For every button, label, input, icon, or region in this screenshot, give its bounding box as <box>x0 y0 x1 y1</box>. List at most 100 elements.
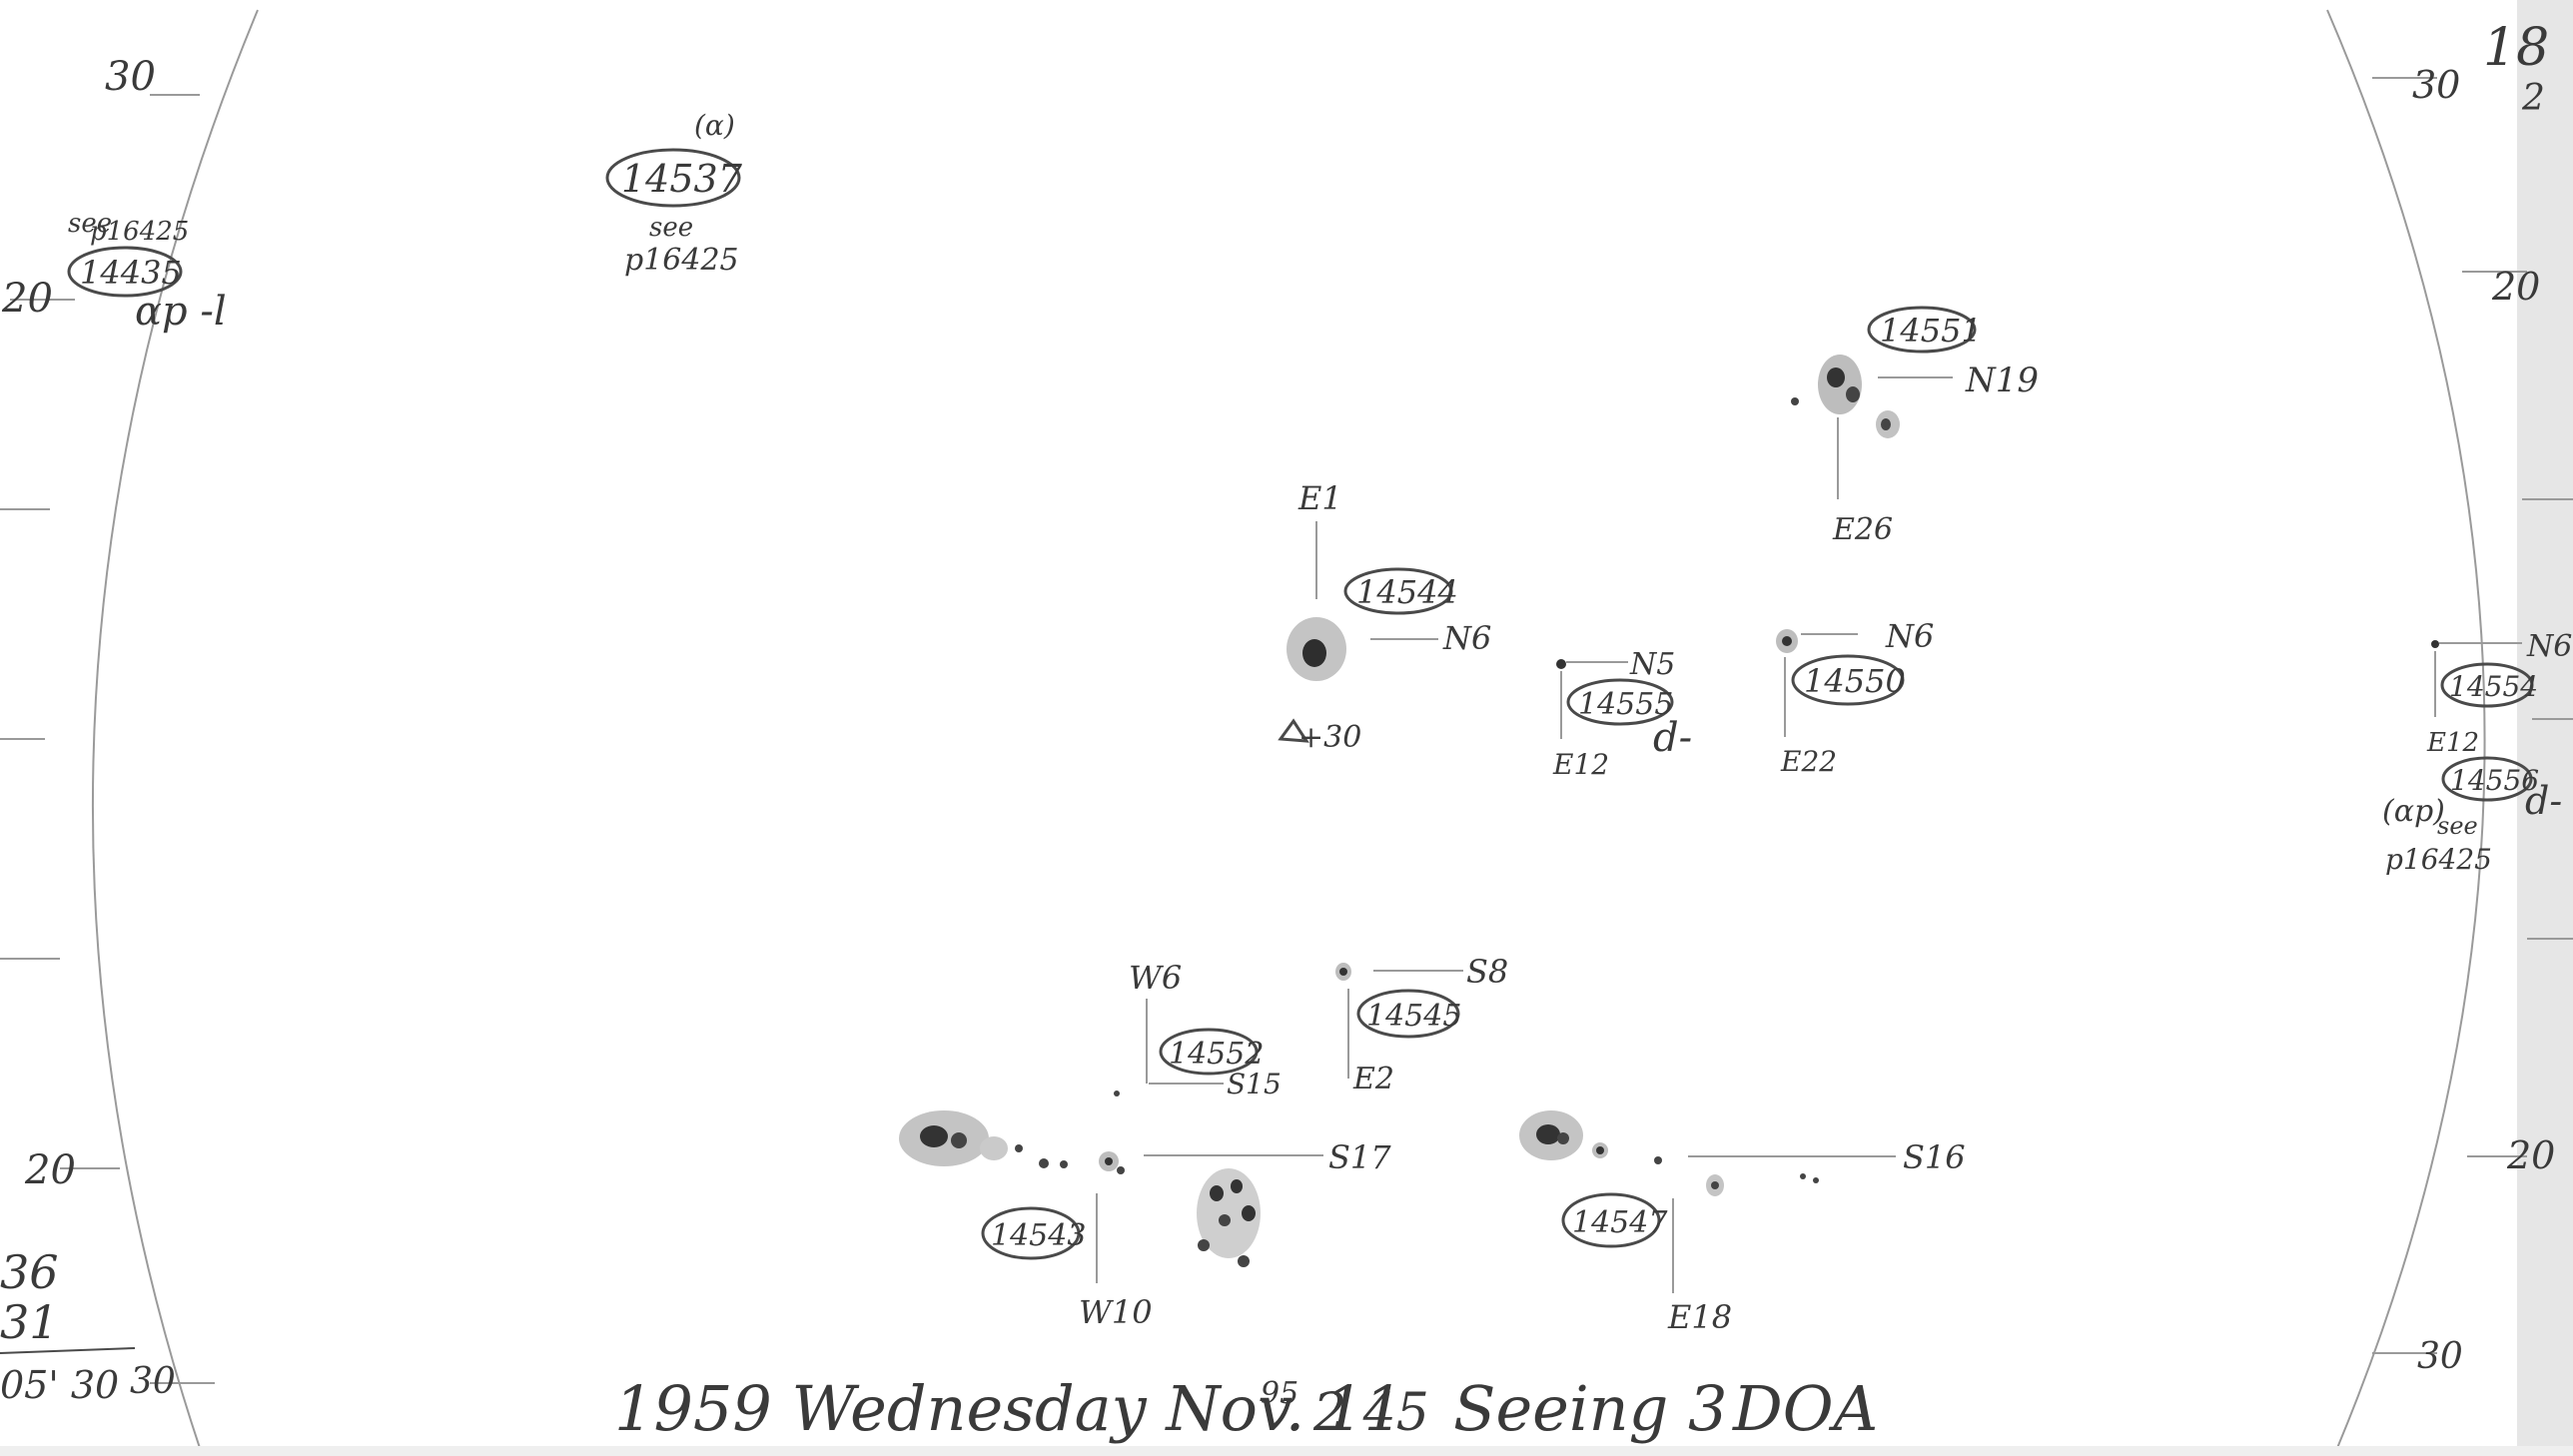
footer-seeing: Seeing 3 <box>1453 1372 1727 1445</box>
paper-bottom-edge <box>0 1446 2573 1456</box>
group-14555-oval <box>1566 678 1674 726</box>
spot <box>1231 1179 1243 1193</box>
spot <box>2431 640 2439 648</box>
spot <box>1827 367 1845 387</box>
group-14556-note-left: (αp) <box>2382 794 2445 829</box>
group-14555-lat: N5 <box>1629 647 1675 682</box>
group-14552-lat: S15 <box>1227 1068 1282 1100</box>
group-14550-lat: N6 <box>1885 617 1934 655</box>
group-14435-see: see <box>68 209 112 239</box>
group-14552-number: 14552 <box>1169 1037 1264 1072</box>
rim-label-left-bottom: 30 <box>130 1361 176 1402</box>
group-14547-number: 14547 <box>1572 1205 1668 1240</box>
rim-label-left-top: 30 <box>105 54 156 100</box>
tally-line-1: 36 <box>0 1245 59 1299</box>
group-14555: N5 14555 E12 d- <box>1552 647 1692 781</box>
group-14550-lon: E22 <box>1780 745 1837 778</box>
group-14552-oval <box>1159 1028 1259 1076</box>
spot <box>1339 968 1347 976</box>
spot <box>1556 659 1566 669</box>
group-14545: S8 14545 E2 <box>1335 953 1508 1096</box>
group-14537: (α) 14537 see p16425 <box>605 109 743 278</box>
tally-line-2: 31 <box>0 1295 59 1349</box>
group-14545-oval <box>1356 989 1460 1039</box>
group-14554: N6 14554 E12 <box>2426 629 2572 758</box>
group-14543: S17 14543 W10 <box>899 1091 1391 1331</box>
spot <box>1242 1205 1256 1221</box>
spot <box>1198 1239 1210 1251</box>
footer-date: 1959 Wednesday Nov. 11 <box>614 1372 1403 1445</box>
group-14545-lat: S8 <box>1466 953 1508 991</box>
rim-label-right-lower: 20 <box>2506 1133 2555 1177</box>
group-14435-number: 14435 <box>80 254 182 292</box>
group-14547-lon: E18 <box>1667 1298 1732 1336</box>
group-14555-lon: E12 <box>1552 748 1609 781</box>
spot <box>920 1125 948 1147</box>
group-14435-page: p16425 <box>90 217 189 247</box>
group-14551-spots <box>1791 355 1900 438</box>
group-14550-oval <box>1791 654 1905 706</box>
group-14537-oval <box>605 148 741 208</box>
group-14554-number: 14554 <box>2449 670 2538 703</box>
right-rim-ticks <box>2372 77 2573 1354</box>
group-14551-oval <box>1867 306 1977 354</box>
spot <box>1210 1185 1224 1201</box>
group-14543-spots <box>899 1091 1261 1267</box>
group-14537-page: p16425 <box>624 243 739 278</box>
group-14555-number: 14555 <box>1578 687 1673 722</box>
group-14556-see: see <box>2437 812 2478 840</box>
spot <box>1813 1177 1819 1183</box>
spot <box>1711 1181 1719 1189</box>
spot <box>1039 1158 1049 1168</box>
group-14544-lat: N6 <box>1442 619 1491 657</box>
group-14547-spots <box>1519 1110 1819 1196</box>
spot <box>1302 639 1326 667</box>
group-14556-note: d- <box>2525 779 2562 823</box>
group-14551-lat: N19 <box>1965 361 2039 400</box>
group-14556-oval <box>2441 756 2533 802</box>
solar-disk-limb-left <box>91 9 259 1449</box>
spot <box>1114 1091 1120 1096</box>
group-14537-number: 14537 <box>621 157 743 201</box>
group-14547-lat: S16 <box>1903 1138 1966 1176</box>
group-14544-oval <box>1343 567 1453 615</box>
spot <box>1596 1146 1604 1154</box>
spot <box>1105 1157 1113 1165</box>
group-14544: E1 14544 N6 +30 <box>1278 479 1491 755</box>
spot <box>1846 386 1860 402</box>
footer-observer: DOA <box>1732 1372 1878 1445</box>
group-14556-number: 14556 <box>2450 764 2539 797</box>
group-14556-page: p16425 <box>2385 843 2492 876</box>
group-14554-lon: E12 <box>2426 728 2479 758</box>
group-14550: N6 14550 E22 <box>1776 617 1934 778</box>
left-tally: 36 31 05' 30 <box>0 1245 136 1407</box>
group-14543-lon: W10 <box>1079 1293 1153 1331</box>
rim-label-right-upper: 20 <box>2491 265 2540 309</box>
group-14544-spots <box>1286 617 1346 681</box>
paper-edge-shadow <box>2517 0 2573 1456</box>
group-14543-number: 14543 <box>991 1218 1086 1253</box>
spot <box>1557 1132 1569 1144</box>
footer-time: 2 45 <box>1312 1383 1429 1443</box>
spot <box>1782 636 1792 646</box>
spot <box>980 1136 1008 1160</box>
spot <box>1219 1214 1231 1226</box>
spot <box>1881 418 1891 430</box>
group-14552: W6 14552 S15 <box>1129 959 1282 1100</box>
group-14543-oval <box>981 1206 1081 1260</box>
group-14543-lat: S17 <box>1328 1138 1391 1176</box>
group-14435: see p16425 14435 αp -l <box>67 209 227 335</box>
delta-mark-icon <box>1278 718 1309 743</box>
observation-footer: 1959 Wednesday Nov. 11 95 2 45 Seeing 3 … <box>614 1372 1878 1445</box>
spot <box>1800 1173 1806 1179</box>
spot <box>1238 1255 1250 1267</box>
spot <box>1060 1160 1068 1168</box>
footer-superscript: 95 <box>1261 1376 1298 1411</box>
tally-rule <box>0 1347 136 1354</box>
solar-disk-limb-right <box>2326 9 2486 1449</box>
sheet-number: 18 <box>2483 18 2549 78</box>
group-14550-number: 14550 <box>1804 662 1906 700</box>
group-14435-note: αp -l <box>135 289 227 335</box>
group-14555-note: d- <box>1653 715 1692 761</box>
